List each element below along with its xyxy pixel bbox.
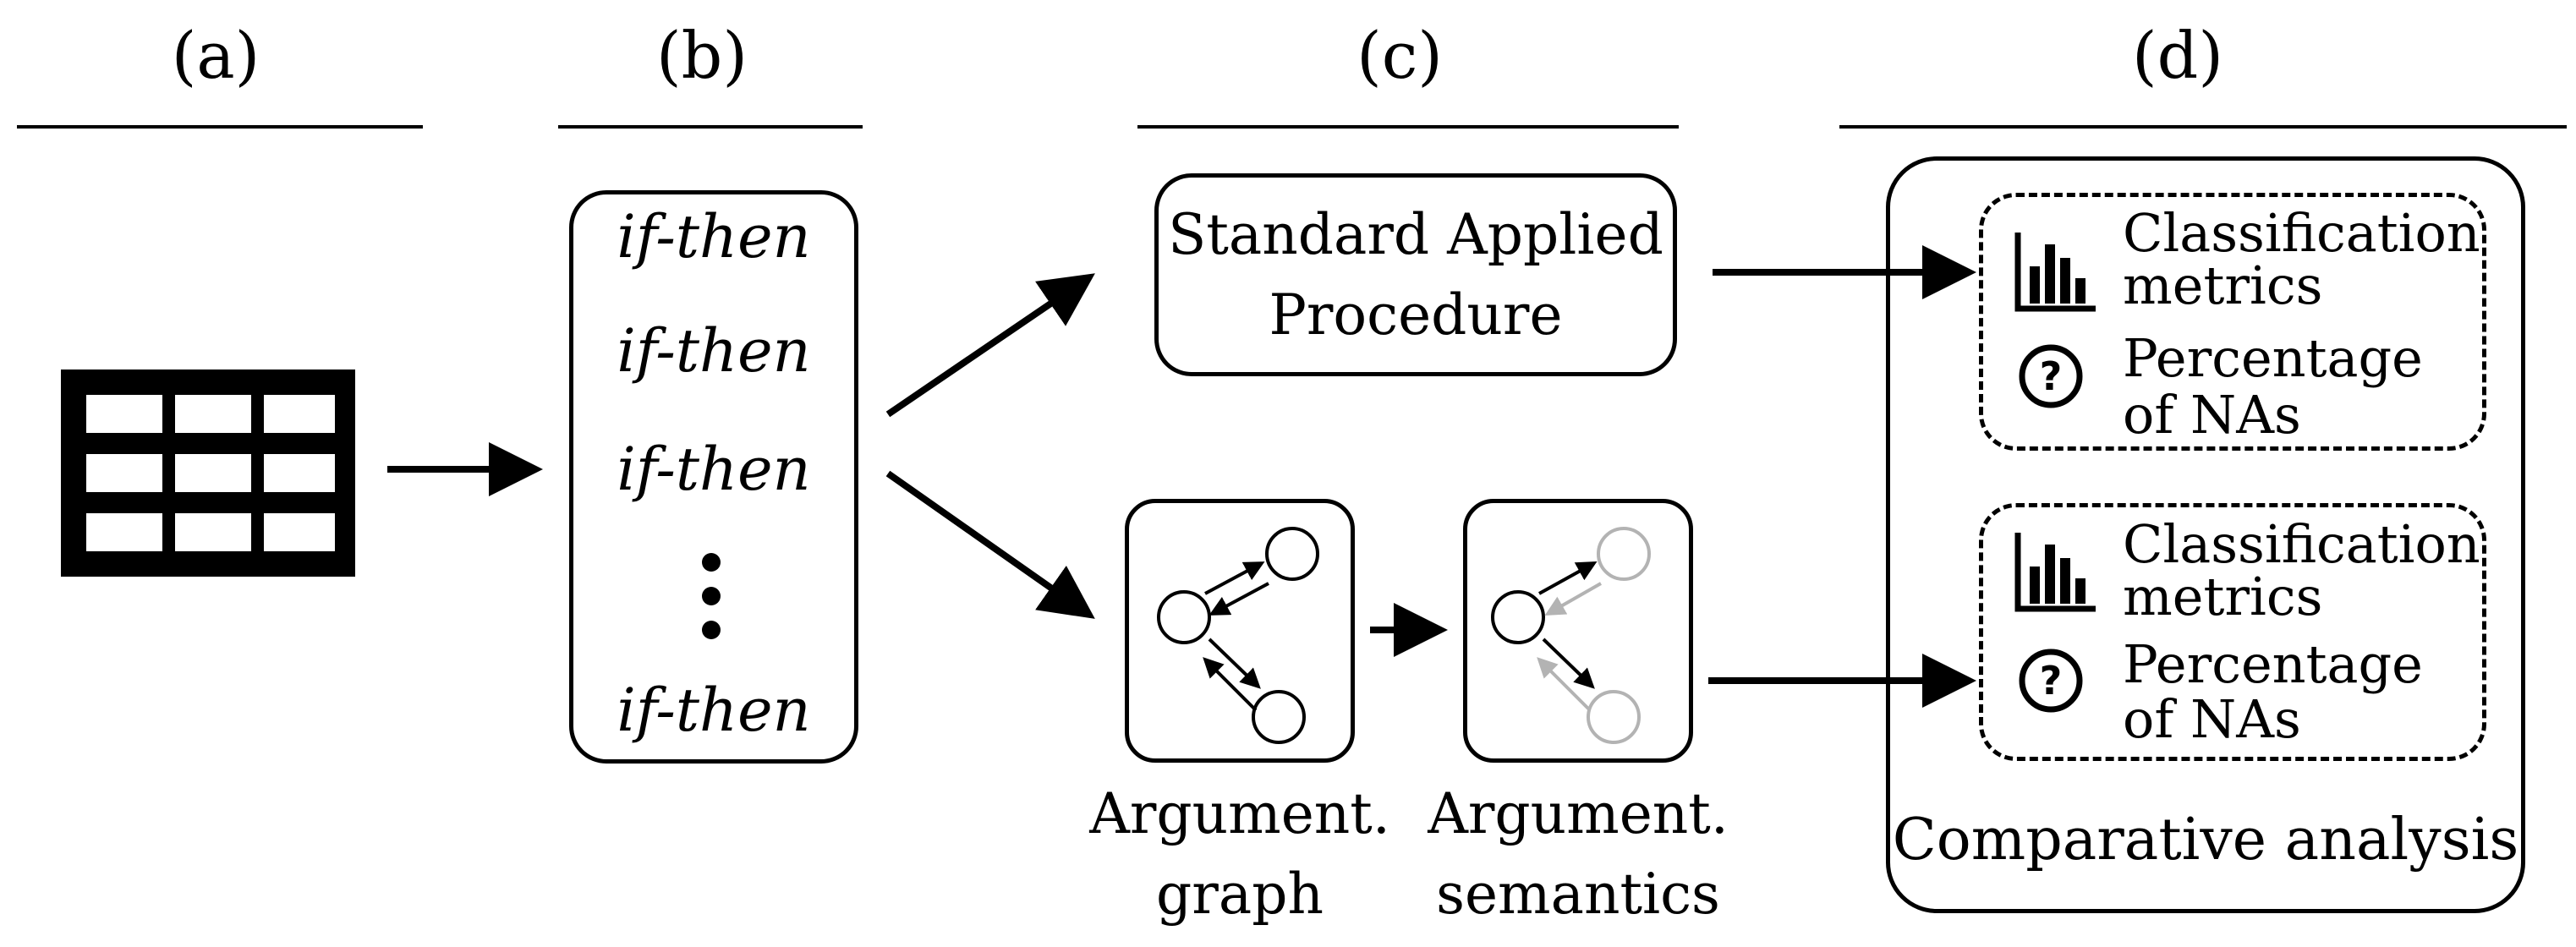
bar-chart-icon [2014,533,2096,612]
argument-semantics-label-line2: semantics [1436,862,1720,927]
graph-edge [1204,561,1265,595]
rules-box [569,190,858,764]
rule-item: if-then [617,202,811,271]
rule-item: if-then [617,316,811,386]
sap-label-line2: Procedure [1269,282,1563,348]
rule-item: if-then [617,676,811,745]
arrow-rules-to-graph [885,470,1095,619]
graph-edge [1203,657,1258,712]
graph-node-faded [1597,527,1651,581]
percentage-nas-label-line1: Percentage [2123,327,2423,389]
graph-edge-faded [1544,582,1602,616]
question-circle-icon: ? [2019,344,2083,408]
header-d-rule [1839,125,2567,129]
graph-edge [1542,638,1595,689]
graph-edge [1208,638,1261,689]
arrow-rules-to-sap [885,273,1095,418]
sap-label-line1: Standard Applied [1168,202,1663,267]
percentage-nas-label-line2: of NAs [2123,688,2301,750]
graph-node [1265,527,1319,581]
percentage-nas-label-line1: Percentage [2123,633,2423,695]
rule-item: if-then [617,435,811,504]
ellipsis-dots [699,550,724,643]
header-c: (c) [1357,18,1443,93]
argument-graph-label-line1: Argument. [1089,781,1390,846]
argument-semantics-label-line1: Argument. [1428,781,1729,846]
argument-semantics-box [1463,499,1693,763]
sap-box [1154,173,1677,376]
svg-text:?: ? [2040,353,2063,399]
graph-node [1157,590,1211,644]
argument-graph-label-line2: graph [1156,862,1324,927]
argument-graph-box [1125,499,1355,763]
graph-node [1252,690,1306,744]
comparative-analysis-label: Comparative analysis [1892,807,2519,873]
results-top-box [1979,193,2486,451]
classification-metrics-label-line2: metrics [2123,566,2323,627]
classification-metrics-label-line1: Classification [2123,513,2480,575]
graph-node [1491,590,1545,644]
percentage-nas-label-line2: of NAs [2123,384,2301,446]
svg-text:?: ? [2040,658,2063,703]
graph-edge [1209,582,1269,616]
header-d: (d) [2132,18,2223,93]
table-grid-icon [61,369,355,577]
header-c-rule [1137,125,1679,129]
results-bottom-box [1979,503,2486,761]
header-b-rule [558,125,863,129]
classification-metrics-label-line1: Classification [2123,202,2480,264]
header-b: (b) [656,18,748,93]
graph-edge [1538,561,1598,595]
bar-chart-icon [2014,233,2096,312]
classification-metrics-label-line2: metrics [2123,255,2323,316]
header-a-rule [17,125,423,129]
graph-edge-faded [1537,657,1592,712]
graph-node-faded [1587,690,1641,744]
comparative-analysis-box [1886,156,2525,913]
header-a: (a) [171,18,260,93]
question-circle-icon: ? [2019,649,2083,713]
